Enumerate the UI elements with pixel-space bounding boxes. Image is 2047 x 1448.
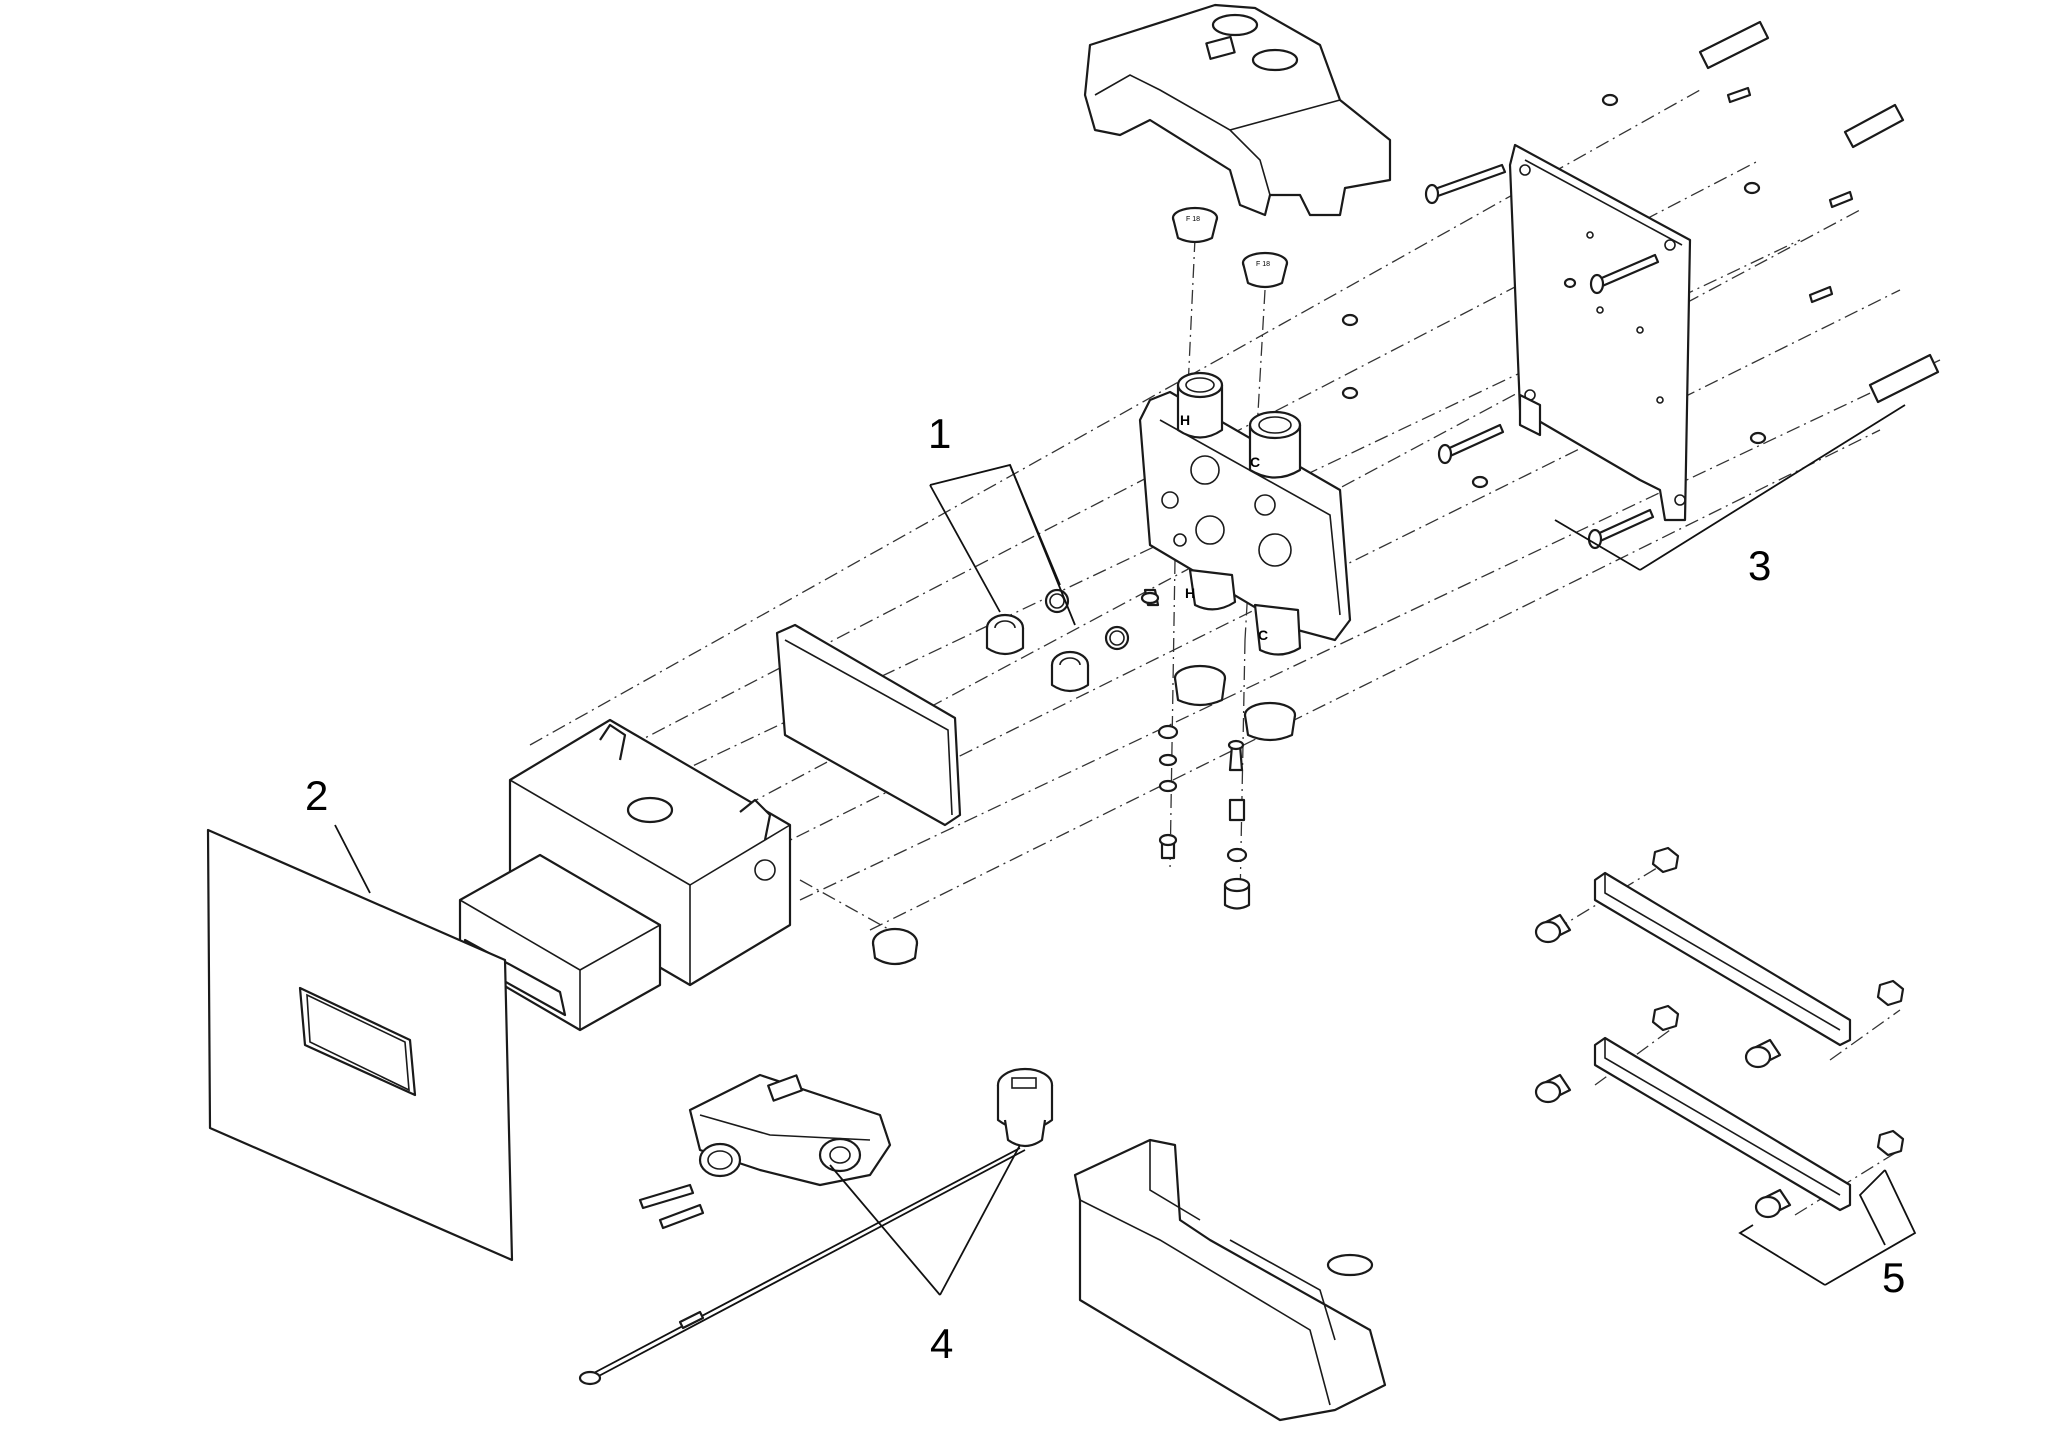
gasket-frame bbox=[775, 623, 962, 827]
leader-lines bbox=[334, 404, 1917, 1296]
top-plugs: F 18 F 18 bbox=[1171, 206, 1289, 289]
cap-mark-left: F 18 bbox=[1186, 216, 1200, 223]
valve-body: H C H C bbox=[1138, 371, 1352, 656]
knob bbox=[871, 927, 919, 966]
assembly-axes bbox=[529, 89, 1941, 1216]
top-cover bbox=[1083, 3, 1392, 217]
callout-2: 2 bbox=[305, 772, 328, 819]
part-2-cover-plate bbox=[206, 828, 514, 1262]
part-5-brackets bbox=[1534, 846, 1905, 1219]
callout-5: 5 bbox=[1882, 1254, 1905, 1301]
callout-1: 1 bbox=[928, 410, 951, 457]
cap-mark-right: F 18 bbox=[1256, 261, 1270, 268]
small-hardware bbox=[1140, 588, 1251, 910]
cold-port-mark-lower: C bbox=[1258, 627, 1268, 643]
callout-3: 3 bbox=[1748, 542, 1771, 589]
callout-numbers: 1 2 3 4 5 bbox=[305, 410, 1905, 1367]
hot-port-mark: H bbox=[1180, 412, 1190, 428]
part-4-valve-assembly bbox=[578, 1067, 1054, 1386]
hot-port-mark-lower: H bbox=[1185, 585, 1195, 601]
lower-housing bbox=[1073, 1138, 1387, 1422]
part-3-fasteners bbox=[1341, 20, 1940, 550]
callout-4: 4 bbox=[930, 1320, 953, 1367]
cold-port-mark: C bbox=[1250, 454, 1260, 470]
lower-caps bbox=[1173, 664, 1297, 742]
part-1-plugs bbox=[985, 588, 1130, 693]
mounting-plate bbox=[1508, 143, 1692, 522]
housing-box bbox=[458, 718, 792, 1032]
